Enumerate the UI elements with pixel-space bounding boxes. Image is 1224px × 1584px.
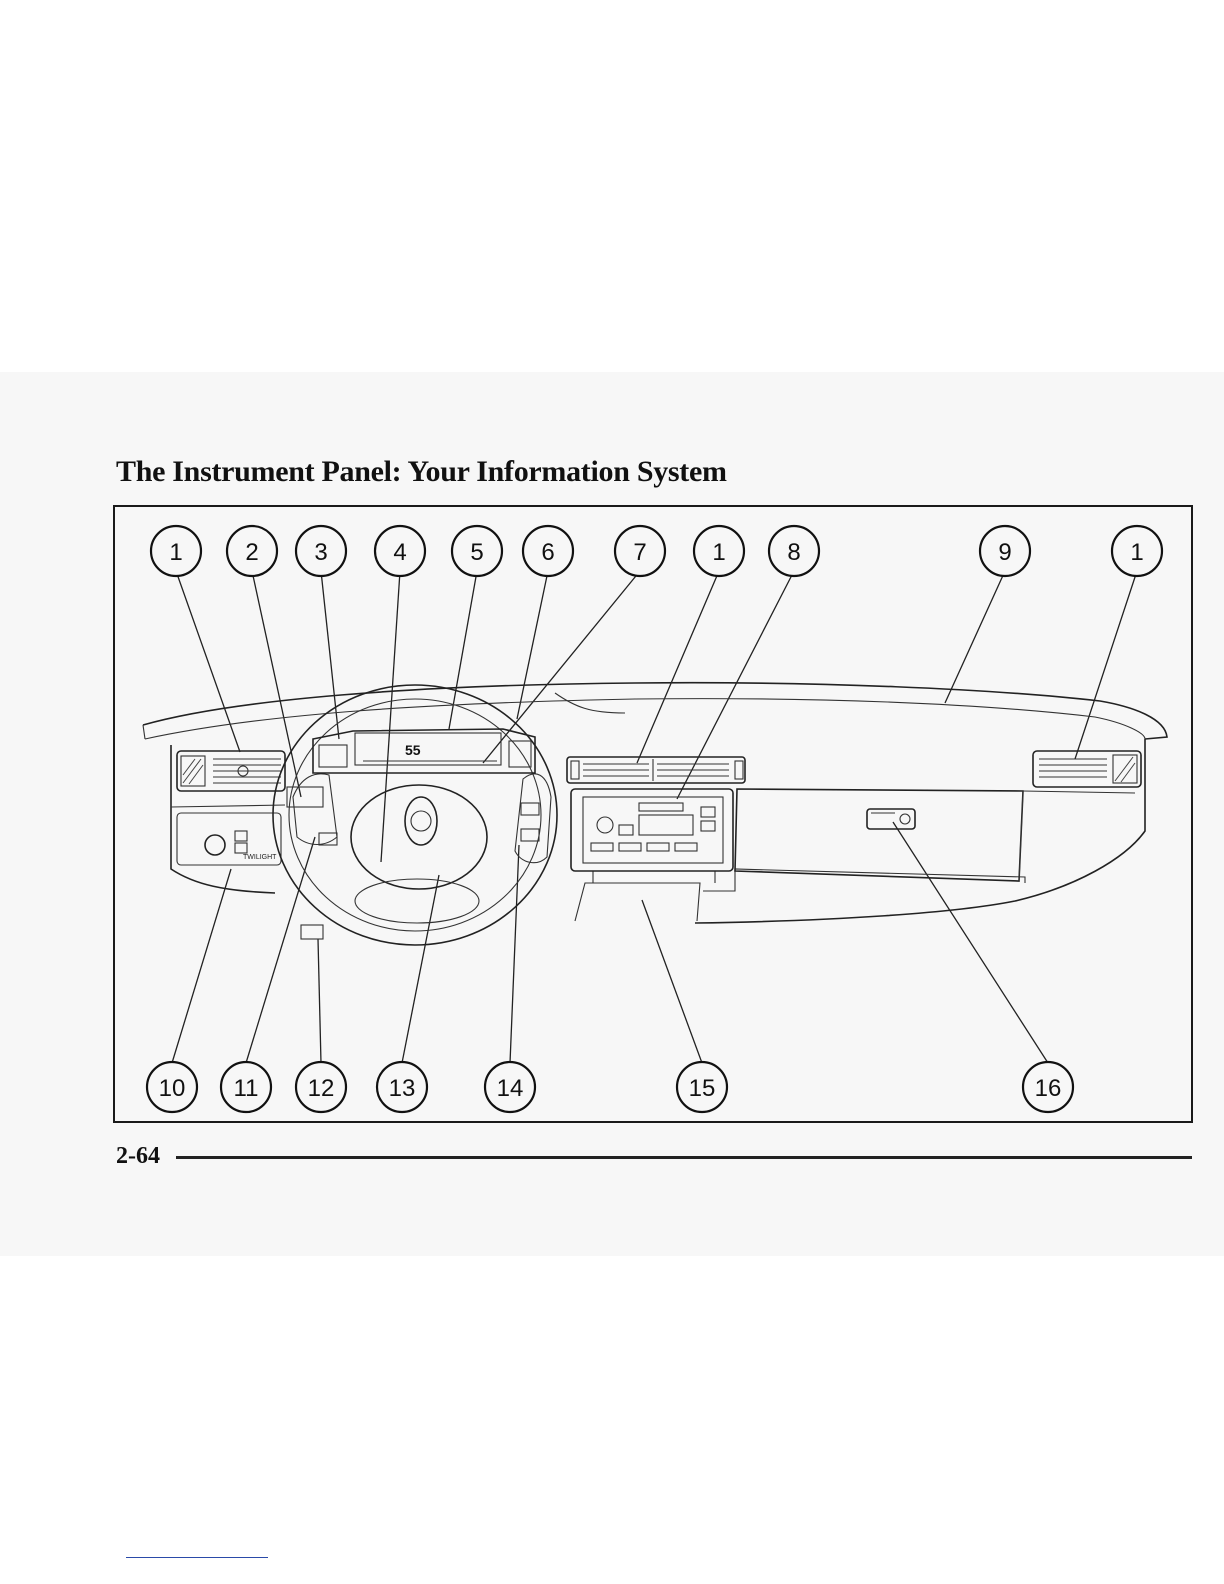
callout-14: 14 <box>485 1062 535 1112</box>
callout-9: 9 <box>980 526 1030 576</box>
svg-text:12: 12 <box>308 1075 335 1102</box>
callout-12: 12 <box>296 1062 346 1112</box>
svg-text:7: 7 <box>633 539 646 566</box>
svg-text:11: 11 <box>234 1075 259 1102</box>
glove-box <box>735 789 1135 881</box>
svg-text:13: 13 <box>389 1075 416 1102</box>
callout-1-center: 1 <box>694 526 744 576</box>
svg-text:4: 4 <box>393 539 406 566</box>
instrument-panel-figure: TWILIGHT 55 <box>113 505 1193 1123</box>
svg-text:15: 15 <box>689 1075 716 1102</box>
right-vent <box>1033 751 1141 787</box>
callout-7: 7 <box>615 526 665 576</box>
callout-4: 4 <box>375 526 425 576</box>
svg-text:1: 1 <box>169 539 182 566</box>
svg-text:16: 16 <box>1035 1075 1062 1102</box>
callout-1-top-left: 1 <box>151 526 201 576</box>
radio-unit <box>571 789 733 871</box>
callout-16: 16 <box>1023 1062 1073 1112</box>
instrument-cluster: 55 <box>313 729 535 773</box>
left-vent <box>177 751 285 791</box>
callout-10: 10 <box>147 1062 197 1112</box>
dash-top <box>143 683 1167 739</box>
dash-body <box>171 739 1145 923</box>
svg-text:1: 1 <box>1130 539 1143 566</box>
callout-2: 2 <box>227 526 277 576</box>
page-title: The Instrument Panel: Your Information S… <box>116 455 727 489</box>
callout-15: 15 <box>677 1062 727 1112</box>
callout-8: 8 <box>769 526 819 576</box>
svg-text:1: 1 <box>712 539 725 566</box>
svg-text:3: 3 <box>314 539 327 566</box>
bottom-link-rule <box>126 1557 268 1558</box>
callout-13: 13 <box>377 1062 427 1112</box>
svg-text:6: 6 <box>541 539 554 566</box>
svg-text:5: 5 <box>470 539 483 566</box>
callout-3: 3 <box>296 526 346 576</box>
callout-6: 6 <box>523 526 573 576</box>
instrument-panel-diagram: TWILIGHT 55 <box>115 507 1195 1125</box>
svg-text:2: 2 <box>245 539 258 566</box>
callout-1-top-right: 1 <box>1112 526 1162 576</box>
leader-lines <box>172 571 1137 1063</box>
footer-rule <box>176 1156 1192 1159</box>
svg-text:10: 10 <box>159 1075 186 1102</box>
svg-text:8: 8 <box>787 539 800 566</box>
twilight-label: TWILIGHT <box>243 854 277 861</box>
svg-text:9: 9 <box>998 539 1011 566</box>
callout-5: 5 <box>452 526 502 576</box>
cluster-speed: 55 <box>405 742 421 758</box>
page-number: 2-64 <box>116 1143 160 1170</box>
svg-text:14: 14 <box>497 1075 524 1102</box>
headlamp-switch: TWILIGHT <box>177 813 281 865</box>
callout-11: 11 <box>221 1062 271 1112</box>
center-vents <box>567 757 745 783</box>
